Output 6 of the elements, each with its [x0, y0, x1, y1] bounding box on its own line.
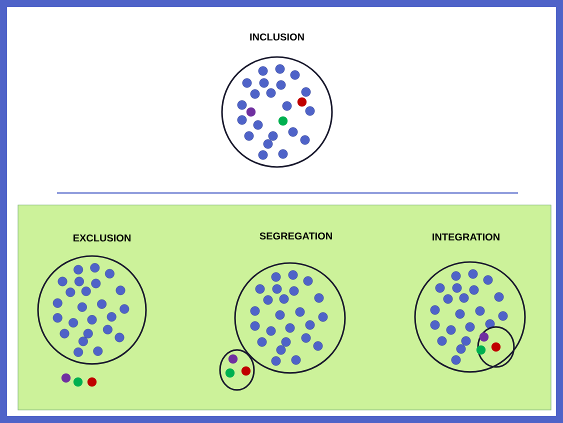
group-heading: EXCLUSION	[74, 234, 130, 242]
group-heading: SEGREGATION	[260, 232, 332, 240]
group-heading: INCLUSION	[250, 33, 304, 41]
group-circle	[219, 349, 255, 391]
group-heading: INTEGRATION	[432, 233, 500, 241]
group-circle	[477, 326, 515, 368]
